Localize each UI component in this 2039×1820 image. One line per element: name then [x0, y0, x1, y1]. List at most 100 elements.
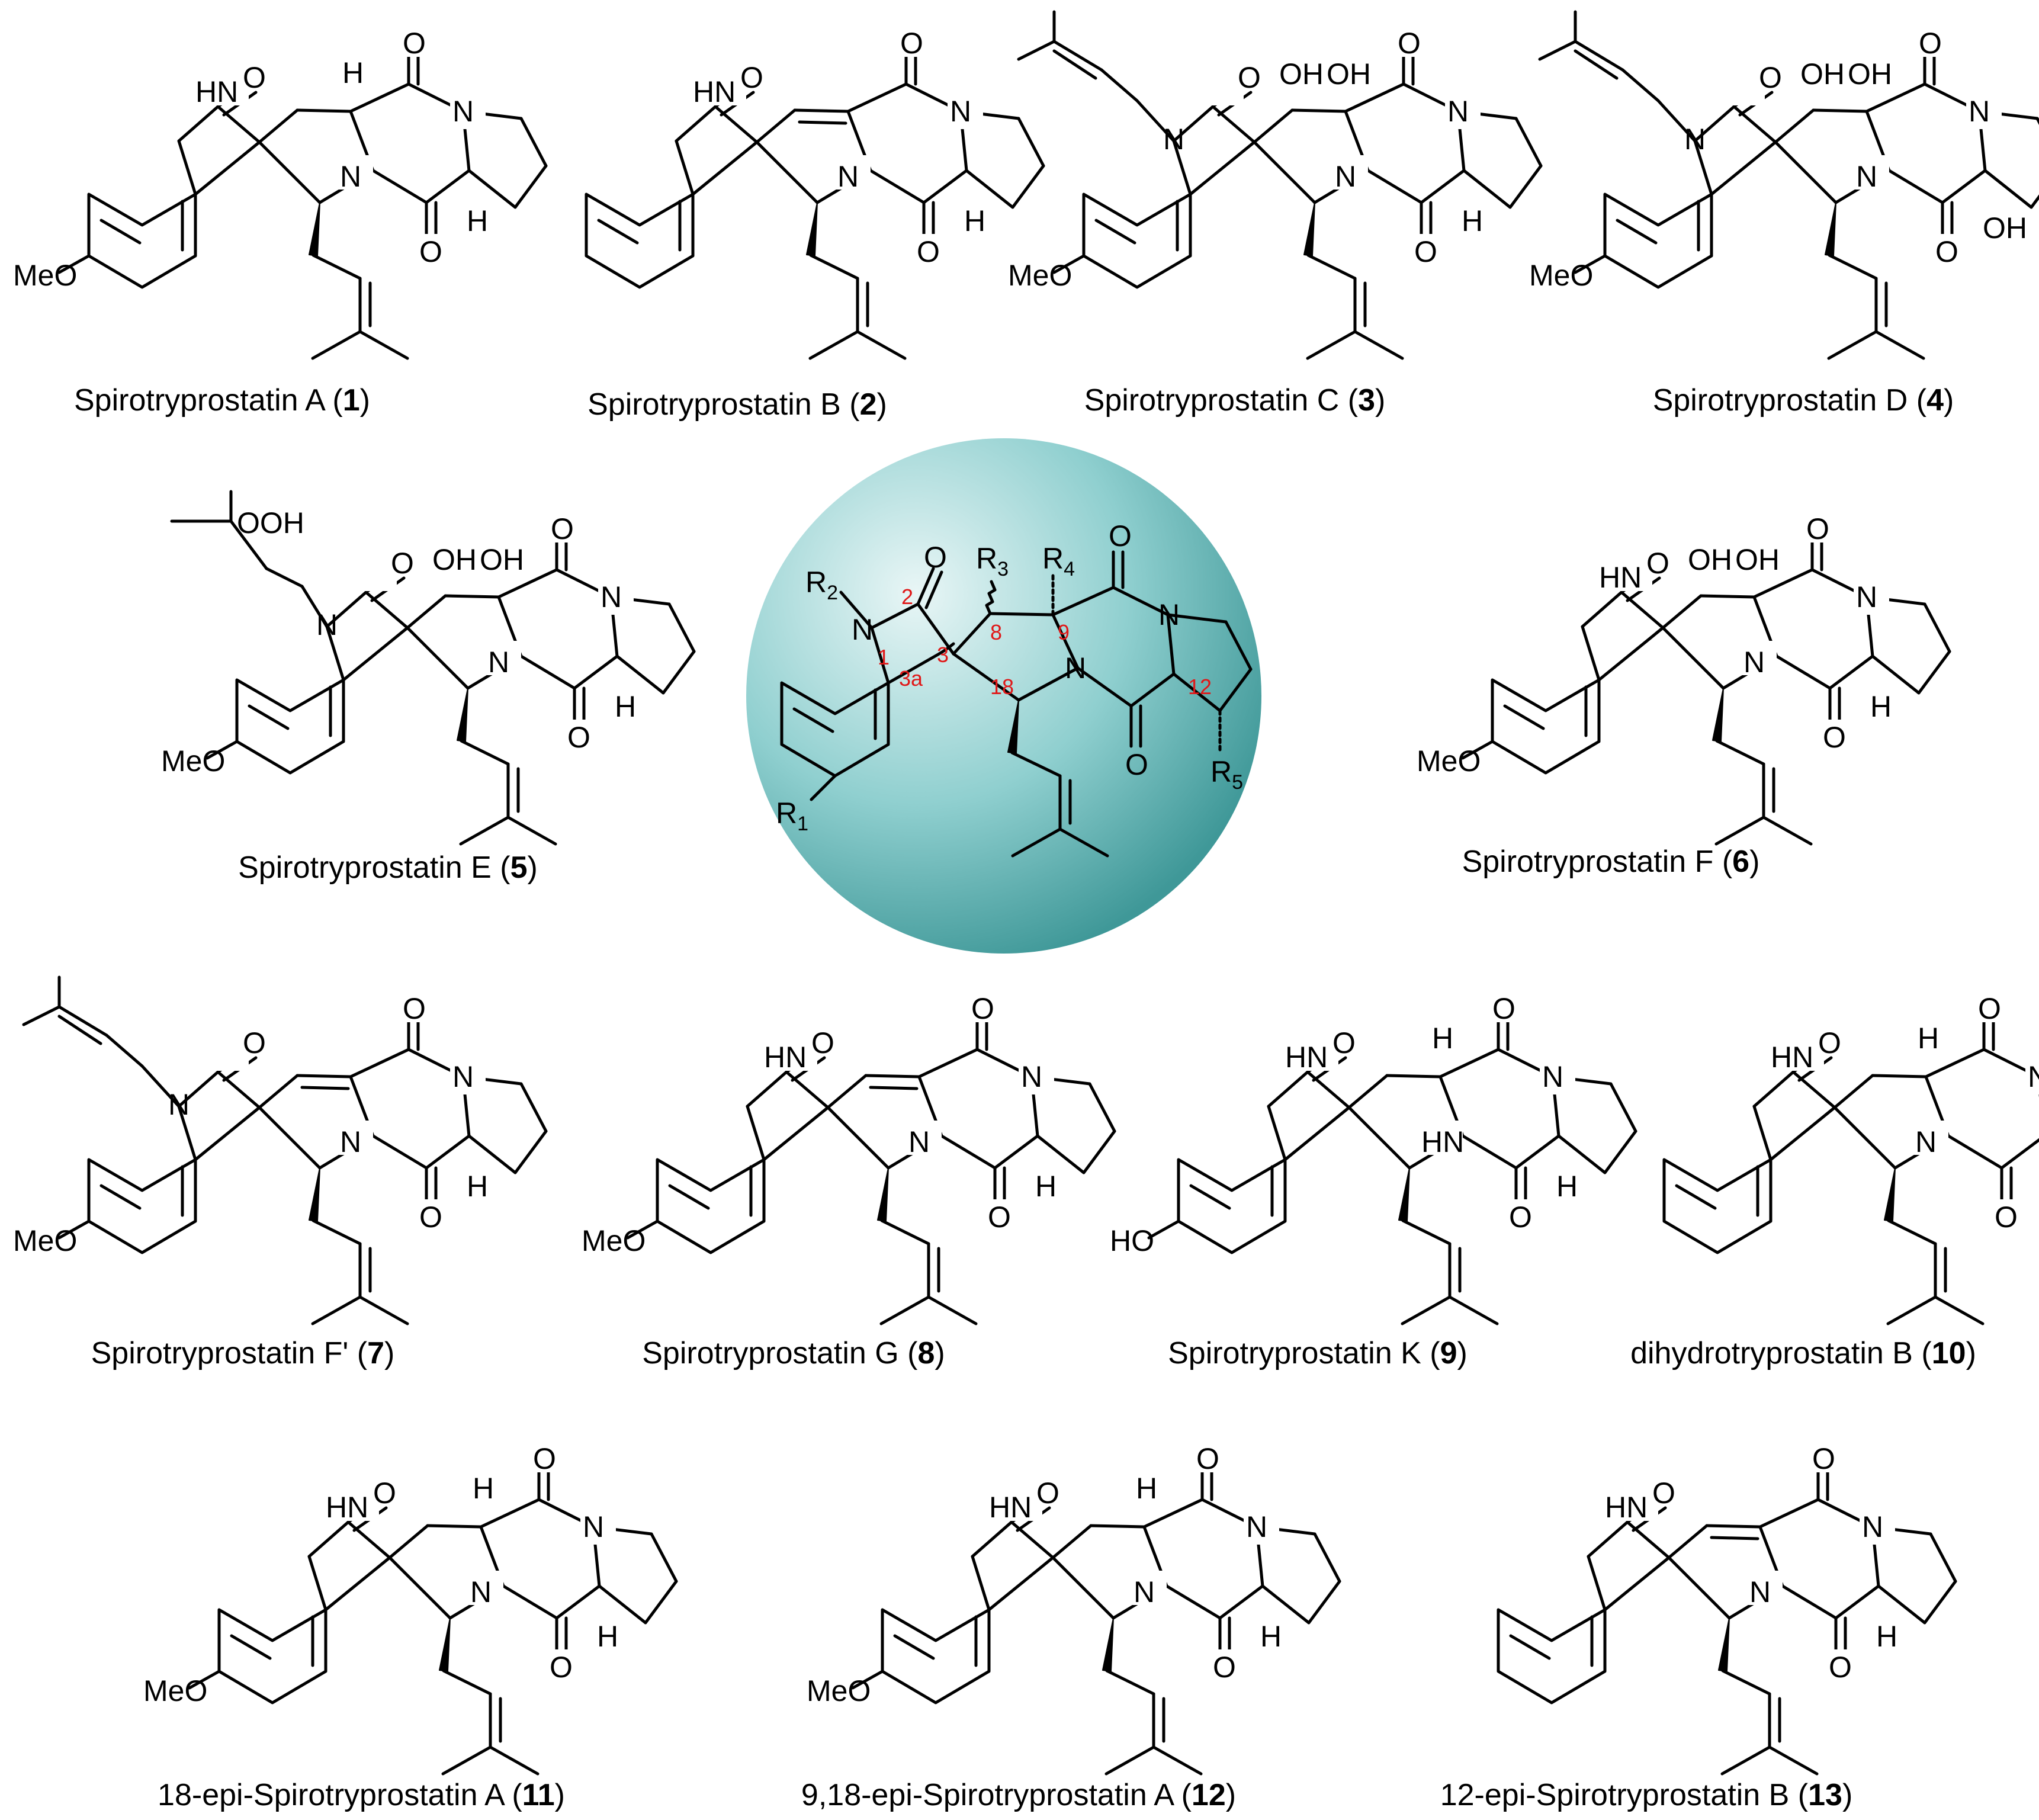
structure-2: HN O N N O O H [586, 26, 1043, 358]
svg-text:O: O [567, 721, 590, 754]
svg-text:H: H [1876, 1620, 1897, 1653]
svg-text:N: N [1856, 580, 1877, 614]
svg-text:O: O [419, 1201, 442, 1234]
svg-text:N: N [1335, 160, 1356, 193]
svg-text:OH: OH [1800, 57, 1845, 91]
svg-text:O: O [403, 992, 426, 1025]
pos-1: 1 [878, 645, 890, 669]
svg-text:MeO: MeO [1417, 744, 1481, 778]
svg-text:MeO: MeO [582, 1224, 646, 1257]
caption-8: Spirotryprostatin G (8) [642, 1336, 945, 1370]
svg-text:N: N [601, 580, 622, 614]
core-n1: N [852, 613, 873, 646]
core-r3: R3 [976, 542, 1009, 580]
svg-text:O: O [988, 1201, 1011, 1234]
structure-10: HN O N N O O H H [1664, 991, 2039, 1324]
svg-text:O: O [550, 1651, 573, 1684]
core-o-top: O [1109, 519, 1132, 553]
structure-3: N O N N O O OH OH H MeO [1008, 10, 1541, 358]
svg-text:H: H [1556, 1170, 1578, 1203]
svg-text:O: O [1492, 992, 1515, 1025]
core-r2: R2 [805, 566, 838, 604]
svg-text:N: N [1749, 1575, 1771, 1609]
svg-text:HN: HN [326, 1491, 368, 1524]
svg-text:N: N [488, 646, 509, 679]
svg-text:OH: OH [1848, 57, 1892, 91]
svg-text:O: O [917, 235, 940, 268]
svg-text:N: N [1021, 1060, 1042, 1093]
svg-text:O: O [1646, 547, 1669, 580]
svg-text:N: N [452, 1060, 474, 1093]
core-o2: O [924, 541, 947, 574]
svg-text:H: H [1870, 690, 1892, 723]
core-n10: N [1065, 651, 1086, 685]
structure-11: HN O N N O O H H MeO [143, 1442, 676, 1774]
svg-text:O: O [533, 1442, 556, 1475]
svg-text:H: H [473, 1472, 494, 1505]
svg-text:HN: HN [1599, 561, 1642, 594]
structure-6: HN O N N O O OH OH H MeO [1417, 512, 1950, 844]
svg-text:H: H [597, 1620, 618, 1653]
svg-text:N: N [1134, 1575, 1155, 1609]
svg-text:HN: HN [693, 75, 736, 108]
svg-text:N: N [1915, 1125, 1937, 1158]
caption-4: Spirotryprostatin D (4) [1653, 383, 1954, 418]
pos-3: 3 [937, 643, 949, 667]
svg-text:HO: HO [1110, 1224, 1154, 1257]
svg-text:N: N [340, 1125, 361, 1158]
svg-text:O: O [1414, 235, 1437, 268]
svg-text:N: N [1862, 1510, 1883, 1543]
svg-text:O: O [1238, 61, 1261, 94]
svg-text:O: O [243, 1026, 266, 1060]
structure-1: HN O N N O O H H MeO [13, 26, 546, 358]
core-structure: N O N N O O R2 R1 R3 R4 R5 1 2 3 3a 8 9 … [776, 519, 1253, 858]
svg-text:H: H [964, 204, 985, 237]
pos-3a: 3a [899, 666, 923, 691]
structure-13: HN O N N O O H [1498, 1442, 1955, 1774]
structure-9: HN O HN N O O H H HO [1110, 991, 1636, 1324]
svg-text:O: O [1806, 512, 1829, 545]
svg-text:N: N [1969, 95, 1990, 128]
svg-text:O: O [1759, 61, 1782, 94]
svg-text:N: N [1542, 1060, 1563, 1093]
svg-text:O: O [243, 61, 266, 94]
svg-text:O: O [1398, 27, 1421, 60]
svg-text:HN: HN [764, 1041, 807, 1074]
svg-text:OH: OH [1279, 57, 1324, 91]
svg-text:O: O [1509, 1201, 1532, 1234]
svg-text:HN: HN [989, 1491, 1032, 1524]
svg-text:H: H [615, 690, 636, 723]
caption-13: 12-epi-Spirotryprostatin B (13) [1440, 1778, 1853, 1812]
caption-3: Spirotryprostatin C (3) [1084, 383, 1386, 418]
svg-text:MeO: MeO [161, 744, 225, 778]
svg-text:H: H [1136, 1472, 1157, 1505]
svg-text:H: H [467, 1170, 488, 1203]
svg-text:H: H [467, 204, 488, 237]
caption-10: dihydrotryprostatin B (10) [1630, 1336, 1976, 1370]
pos-9: 9 [1058, 620, 1070, 644]
svg-text:H: H [1918, 1022, 1939, 1055]
svg-text:HN: HN [1605, 1491, 1648, 1524]
svg-text:H: H [1260, 1620, 1282, 1653]
svg-text:N: N [1743, 646, 1765, 679]
svg-text:MeO: MeO [143, 1674, 207, 1707]
svg-text:MeO: MeO [13, 1224, 77, 1257]
svg-text:O: O [1812, 1442, 1835, 1475]
svg-text:N: N [908, 1125, 930, 1158]
svg-text:N: N [1246, 1510, 1267, 1543]
svg-text:HN: HN [1285, 1041, 1328, 1074]
svg-text:OOH: OOH [237, 506, 304, 540]
svg-text:O: O [1919, 27, 1942, 60]
svg-text:O: O [1213, 1651, 1236, 1684]
svg-text:N: N [1856, 160, 1877, 193]
svg-text:MeO: MeO [807, 1674, 871, 1707]
svg-text:H: H [1432, 1022, 1453, 1055]
svg-text:HN: HN [1421, 1125, 1464, 1158]
svg-text:O: O [740, 61, 763, 94]
svg-text:N: N [340, 160, 361, 193]
caption-11: 18-epi-Spirotryprostatin A (11) [158, 1778, 565, 1812]
svg-text:N: N [470, 1575, 492, 1609]
svg-text:O: O [1818, 1026, 1841, 1060]
svg-text:O: O [1995, 1201, 2018, 1234]
